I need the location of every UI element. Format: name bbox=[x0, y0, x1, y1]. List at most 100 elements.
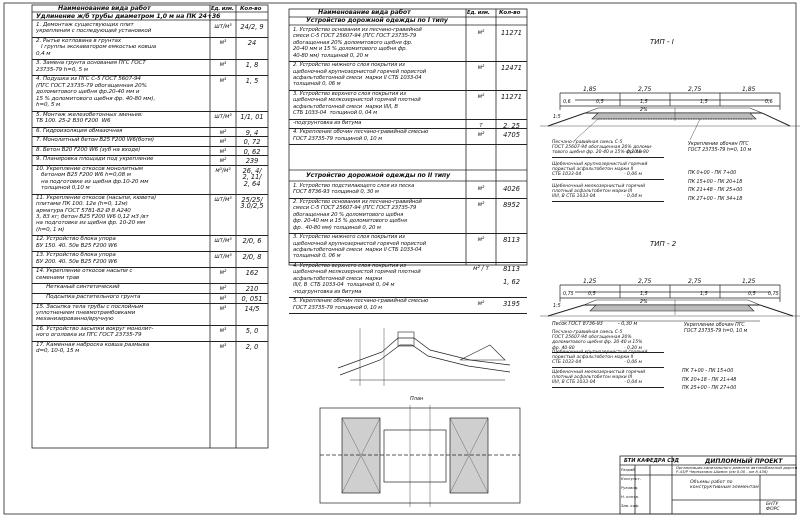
picket-range: ПК 20+18 - ПК 21+48 bbox=[682, 377, 737, 383]
row-divider bbox=[32, 136, 268, 138]
row-divider bbox=[289, 313, 527, 315]
picket-range: ПК 7+00 - ПК 15+00 bbox=[682, 369, 734, 374]
row-divider bbox=[289, 90, 527, 91]
row-divider bbox=[32, 283, 268, 285]
type1-subdim-3: 1,5 bbox=[640, 100, 648, 105]
row-divider bbox=[32, 193, 268, 195]
row-divider bbox=[32, 325, 268, 326]
row-divider bbox=[552, 200, 664, 202]
type1-dim-1: 1,85 bbox=[583, 86, 597, 93]
right-row-text: -подгрунтовка из битума bbox=[293, 119, 362, 126]
left-row-unit: м³ bbox=[219, 139, 227, 146]
type2-dim-1: 1,25 bbox=[583, 278, 597, 285]
right-row-unit: м² bbox=[477, 186, 485, 192]
plan-label: План bbox=[410, 396, 424, 402]
title-block-frame bbox=[619, 455, 797, 515]
type2-subdim-5: 0,5 bbox=[748, 292, 756, 297]
left-row-text: 3. Замена грунта основания ПГС ГОСТ 2373… bbox=[36, 60, 146, 73]
type2-subdim-4: 1,5 bbox=[700, 292, 708, 297]
stamp-role: Руковод. bbox=[621, 485, 639, 490]
right-header-qty: Кол-во bbox=[499, 10, 521, 16]
right-header-name: Наименование вида работ bbox=[318, 9, 411, 16]
left-row-unit: шт/м³ bbox=[214, 238, 232, 245]
right-row-unit: м² bbox=[477, 65, 485, 72]
left-row-text: 16. Устройство засыпки вокруг монолит- н… bbox=[36, 326, 154, 339]
left-row-qty: 1, 8 bbox=[245, 61, 259, 70]
type2-subdim-2: 0,5 bbox=[588, 292, 596, 297]
right-row-qty: 8113 1, 62 bbox=[503, 265, 520, 286]
stamp-role: Н. контр. bbox=[621, 494, 640, 499]
right-row-unit: т bbox=[479, 122, 483, 129]
row-divider bbox=[32, 145, 268, 147]
left-row-text: 7. Монолитный бетон В25 F200 W6(ботм) bbox=[36, 137, 154, 144]
left-row-text: 5. Монтаж железобетонных звеньев: ТБ 100… bbox=[36, 111, 143, 124]
left-row-qty: 162 bbox=[245, 269, 259, 278]
left-row-unit: м³ bbox=[219, 78, 227, 85]
type1-subdim-1: 0,6 bbox=[563, 100, 571, 105]
left-row-qty: 0, 051 bbox=[241, 295, 263, 303]
left-row-qty: 5, 0 bbox=[245, 327, 259, 335]
left-row-text: 10. Укрепление откосов монолитным бетоно… bbox=[36, 166, 149, 192]
type2-dim-4: 1,25 bbox=[742, 278, 756, 285]
layer-name: Песчано-гравийная смесь С-5 ГОСТ 25607-9… bbox=[552, 330, 643, 351]
row-divider bbox=[32, 126, 268, 128]
left-row-unit: шт/м³ bbox=[214, 196, 232, 203]
right-row-qty: 11271 bbox=[501, 29, 522, 37]
row-divider bbox=[32, 251, 268, 253]
left-row-qty: 210 bbox=[245, 285, 259, 294]
left-row-unit: м³ bbox=[219, 62, 227, 69]
left-row-unit: м³ bbox=[219, 305, 227, 312]
right-row-text: 2. Устройство основания из песчано-грави… bbox=[293, 199, 422, 231]
right-row-qty: 4705 bbox=[503, 131, 520, 140]
row-divider bbox=[289, 198, 527, 199]
left-row-qty: 14/5 bbox=[244, 304, 260, 313]
row-divider bbox=[289, 144, 527, 146]
left-row-qty: 0, 72 bbox=[243, 138, 261, 147]
left-row-qty: 9, 4 bbox=[245, 128, 259, 137]
row-divider bbox=[32, 293, 268, 294]
left-row-unit: м² bbox=[219, 129, 227, 136]
sheet-frame bbox=[3, 2, 797, 515]
layer-thickness: - 0,20 м bbox=[624, 150, 642, 156]
left-row-unit: м² bbox=[219, 286, 227, 293]
right-section1-title: Устройство дорожной одежды по I типу bbox=[306, 17, 448, 24]
type2-shoulder: Укрепление обочин ПГС ГОСТ 23735-79 h=0,… bbox=[684, 323, 748, 334]
layer-name: Щебеночный мелкозернистый горячий плотны… bbox=[552, 370, 646, 386]
stamp-role: Зав. каф. bbox=[621, 503, 640, 508]
picket-range: ПК 0+00 - ПК 7+00 bbox=[688, 171, 737, 176]
left-row-text: 12. Устройство блока упора БУ 150. 40. 5… bbox=[36, 236, 118, 249]
layer-thickness: - 0,04 м bbox=[624, 380, 642, 386]
layer-name: Щебеночный крупнозернистый горячий порис… bbox=[552, 162, 648, 178]
type2-sand-name: Песок ГОСТ 8736-93 bbox=[552, 322, 603, 327]
row-divider bbox=[32, 341, 268, 342]
left-row-text: 13. Устройство блока упора БУ 200. 40. 5… bbox=[36, 252, 118, 265]
picket-range: ПК 15+00 - ПК 20+18 bbox=[688, 179, 743, 185]
left-row-text: 11. Укрепление откосов (насыпи, кювета) … bbox=[36, 194, 157, 233]
right-row-unit: м² bbox=[477, 94, 485, 100]
right-row-qty: 8113 bbox=[503, 236, 520, 245]
type1-shoulder: Укрепление обочин ПГС ГОСТ 23735-79 h=0,… bbox=[688, 142, 752, 153]
stamp-role: Консульт. bbox=[621, 476, 641, 481]
type1-slope: 1:5 bbox=[553, 115, 561, 120]
right-row-qty: 3195 bbox=[503, 300, 520, 309]
left-row-qty: 24 bbox=[247, 39, 257, 47]
picket-range: ПК 25+00 - ПК 27+00 bbox=[682, 386, 737, 391]
type2-dim-2: 2,75 bbox=[638, 278, 652, 285]
left-row-text: 15. Засыпка тела трубы с послойным уплот… bbox=[36, 303, 144, 323]
left-row-text: 6. Гидроизоляция обмазочная bbox=[36, 127, 123, 134]
left-row-unit: шт/м³ bbox=[214, 24, 232, 30]
right-row-qty: 12471 bbox=[501, 64, 522, 73]
left-row-unit: м² bbox=[219, 158, 227, 165]
type1-subdim-5: 0,6 bbox=[765, 100, 773, 105]
row-divider bbox=[289, 233, 527, 235]
row-divider bbox=[32, 267, 268, 269]
row-divider bbox=[552, 386, 664, 388]
type1-dim-3: 2,75 bbox=[688, 86, 702, 93]
right-row-unit: м² / т bbox=[473, 266, 489, 272]
left-row-text: Нетканый синтетический bbox=[36, 284, 120, 291]
left-row-unit: шт/м³ bbox=[214, 254, 232, 261]
right-row-unit: м² bbox=[477, 301, 485, 308]
stamp-project: ДИПЛОМНЫЙ ПРОЕКТ bbox=[705, 458, 783, 465]
right-row-unit: м² bbox=[477, 202, 485, 208]
